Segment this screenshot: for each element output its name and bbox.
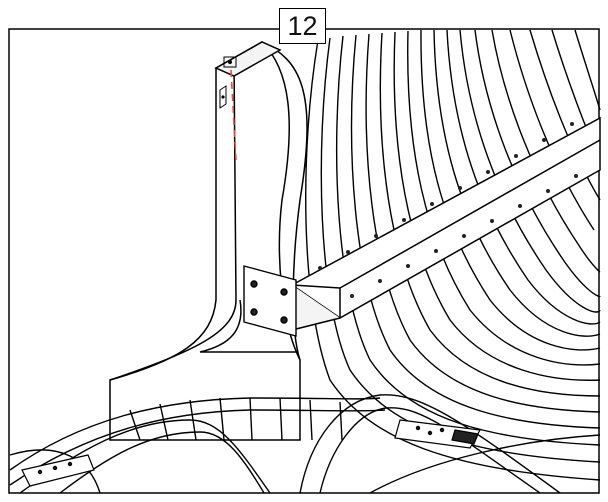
curved-slats [305,29,601,481]
diagonal-beam [290,116,601,331]
mounting-bracket [243,265,297,337]
screw-icon [318,122,578,298]
drill-marker-icon [219,56,237,161]
base-plates [21,419,481,487]
base-ring [9,394,601,494]
side-panel [109,41,308,441]
step-number-label: 12 [279,8,326,44]
